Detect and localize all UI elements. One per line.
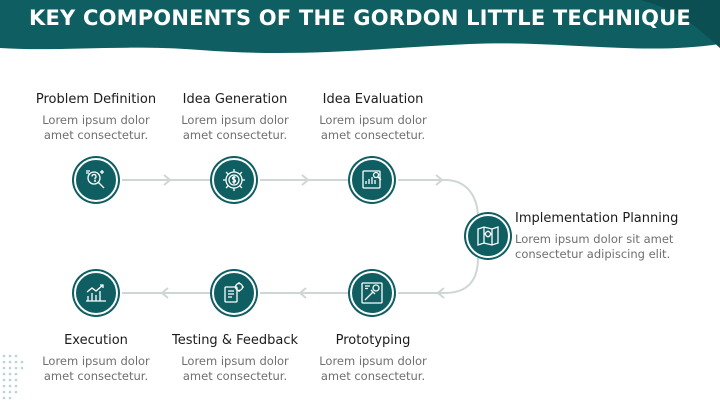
testing-gear-icon [224,282,244,303]
decorative-dot-grid [2,354,24,400]
arrow-right-icon [163,174,172,186]
node-implementation-planning [466,214,510,258]
desc-line: consectetur adipiscing elit. [515,247,671,261]
prototype-tools-icon [361,282,383,304]
step-title-testing-feedback: Testing & Feedback [171,333,298,348]
desc-line: Lorem ipsum dolor [42,113,150,127]
desc-line: Lorem ipsum dolor [319,113,427,127]
step-title-idea-generation: Idea Generation [182,92,288,107]
problem-analysis-icon [86,170,105,189]
step-desc-testing-feedback: Lorem ipsum dolor amet consectetur. [165,354,305,384]
node-idea-evaluation [350,158,394,202]
node-execution [74,271,118,315]
desc-line: amet consectetur. [320,369,426,383]
arrow-left-icon [160,287,169,299]
step-title-idea-evaluation: Idea Evaluation [322,92,424,107]
desc-line: amet consectetur. [43,128,149,142]
desc-line: Lorem ipsum dolor [181,113,289,127]
connector-curve [398,257,479,294]
arrow-right-icon [435,174,444,186]
blueprint-plan-icon [477,226,499,246]
step-desc-implementation-planning: Lorem ipsum dolor sit amet consectetur a… [515,232,715,262]
connector-curve [398,179,479,219]
desc-line: amet consectetur. [320,128,426,142]
execution-growth-icon [86,284,106,302]
desc-line: amet consectetur. [182,369,288,383]
page-title: KEY COMPONENTS OF THE GORDON LITTLE TECH… [29,6,691,30]
step-desc-idea-generation: Lorem ipsum dolor amet consectetur. [165,113,305,143]
desc-line: Lorem ipsum dolor sit amet [515,232,674,246]
desc-line: Lorem ipsum dolor [181,354,289,368]
banner-wave-shape [0,0,720,54]
step-title-prototyping: Prototyping [335,333,411,348]
step-title-implementation-planning: Implementation Planning [515,211,679,226]
node-problem-definition [74,158,118,202]
idea-gear-icon [223,169,245,191]
title-banner: KEY COMPONENTS OF THE GORDON LITTLE TECH… [0,0,720,60]
arrow-left-icon [298,287,307,299]
desc-line: Lorem ipsum dolor [319,354,427,368]
step-desc-execution: Lorem ipsum dolor amet consectetur. [26,354,166,384]
arrow-left-icon [436,287,445,299]
desc-line: amet consectetur. [182,128,288,142]
step-title-execution: Execution [64,333,128,348]
step-title-problem-definition: Problem Definition [35,92,157,107]
desc-line: amet consectetur. [43,369,149,383]
node-idea-generation [212,158,256,202]
node-testing-feedback [212,271,256,315]
step-desc-idea-evaluation: Lorem ipsum dolor amet consectetur. [303,113,443,143]
step-desc-prototyping: Lorem ipsum dolor amet consectetur. [303,354,443,384]
evaluation-chart-icon [362,170,382,189]
arrow-right-icon [301,174,310,186]
node-prototyping [350,271,394,315]
step-desc-problem-definition: Lorem ipsum dolor amet consectetur. [26,113,166,143]
desc-line: Lorem ipsum dolor [42,354,150,368]
